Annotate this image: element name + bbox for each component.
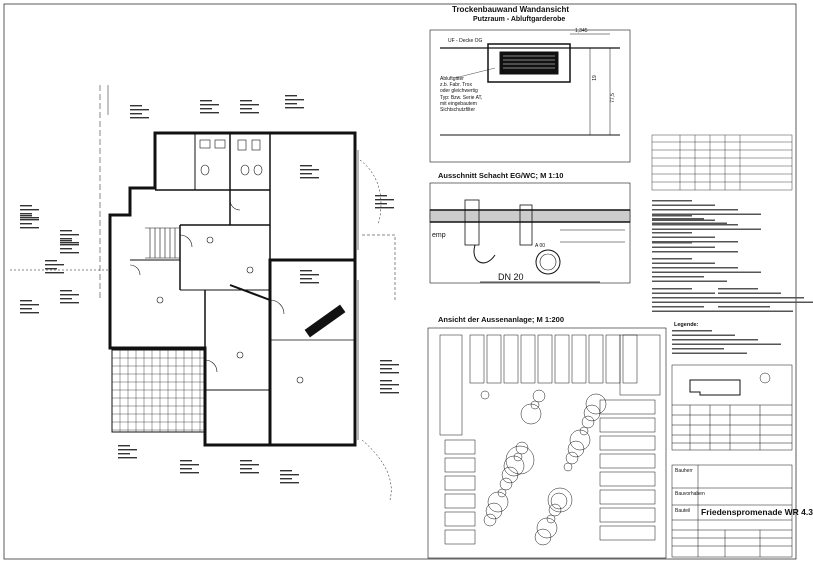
plan-annotations (20, 95, 399, 484)
notes-text-blocks (652, 200, 813, 354)
floor-plan (10, 85, 396, 501)
shaft-side-text: emp (432, 232, 446, 239)
dim-height: 77,5 (609, 93, 616, 103)
legend-heading: Legende: (674, 322, 699, 328)
shaft-dim-label: A 00 (535, 243, 546, 249)
site-plan (427, 327, 667, 559)
outdoor-title: Ansicht der Aussenanlage; M 1:200 (438, 315, 565, 324)
shaft-title: Ausschnitt Schacht EG/WC; M 1:10 (438, 171, 564, 180)
pipe-label: DN 20 (498, 272, 524, 282)
drywall-note-line: z.b. Fabr. Trox (440, 82, 472, 89)
drywall-note-line: Sichtschutzfilter (440, 107, 476, 114)
title-block-label-2: Bauvorhaben (675, 491, 705, 497)
project-title: Friedenspromenade WR 4.3 (701, 507, 813, 517)
title-block-frame (671, 464, 793, 558)
drywall-note-line: oder gleichwertig (440, 88, 478, 95)
title-block-label-1: Bauherr (675, 468, 693, 474)
drywall-note-line: mit eingebautem (440, 100, 477, 107)
terrace-grid (111, 349, 206, 433)
schedule-table (651, 134, 793, 191)
key-plan (671, 364, 793, 451)
drywall-title-line1: Trockenbauwand Wandansicht (452, 5, 570, 14)
drywall-elevation (429, 29, 631, 163)
title-block-label-3: Bauteil (675, 508, 691, 514)
shaft-detail (429, 182, 631, 284)
drywall-note-line: Typ: Bzw. Serie AT, (440, 94, 483, 101)
dim-width: 1,345 (575, 28, 588, 34)
dim-side: 19 (591, 75, 598, 81)
drywall-note-line: Abluftgitter (440, 76, 464, 82)
drywall-title-line2: Putzraum - Abluftgarderobe (473, 16, 566, 23)
ceiling-label: UF - Decke OG (448, 38, 483, 44)
